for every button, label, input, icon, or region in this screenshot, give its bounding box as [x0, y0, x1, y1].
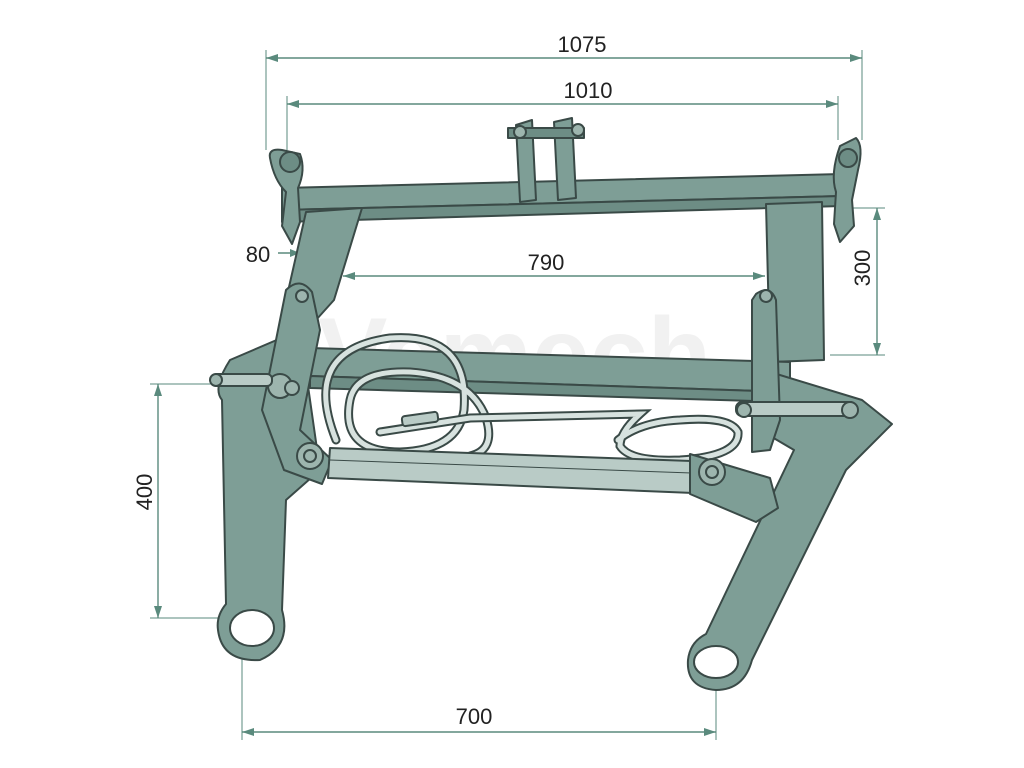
dimension-pin-width: 1010 [286, 78, 839, 150]
dimension-overall-width: 1075 [265, 32, 863, 150]
right-lift-pin [735, 401, 859, 419]
dimension-arm-drop: 400 [132, 383, 240, 619]
dimension-label-400: 400 [132, 474, 157, 511]
hydraulic-cylinder [296, 442, 779, 523]
left-lift-pin [209, 373, 273, 387]
dimension-inner-width: 790 [343, 250, 765, 280]
dimension-label-300: 300 [850, 250, 875, 287]
dimension-label-1010: 1010 [564, 78, 613, 103]
right-lower-arm [686, 371, 893, 691]
right-hook [832, 137, 862, 243]
dimension-label-790: 790 [528, 250, 565, 275]
dimension-arm-spacing: 700 [241, 625, 717, 740]
dimension-label-700: 700 [456, 704, 493, 729]
right-swing-plate [751, 289, 781, 453]
dimension-label-80: 80 [246, 242, 270, 267]
dimension-label-1075: 1075 [558, 32, 607, 57]
left-hook [268, 148, 304, 245]
left-swing-plate [261, 282, 333, 485]
top-link-bracket [507, 117, 585, 203]
